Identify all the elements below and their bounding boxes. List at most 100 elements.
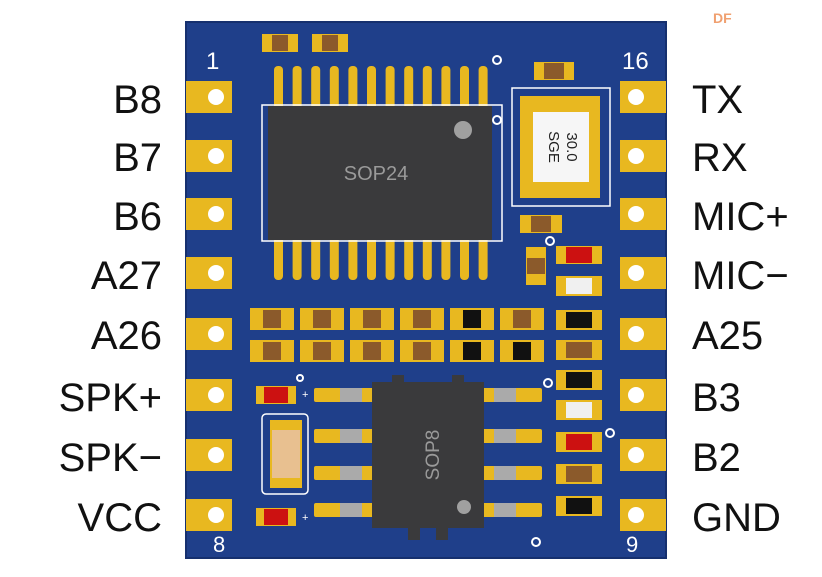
sop8-leg-left-tip	[340, 429, 362, 443]
edge-hole-left-1	[208, 89, 224, 105]
sop24-pin1-dot	[454, 121, 472, 139]
pcb-board-edge	[185, 21, 667, 559]
edge-hole-left-8	[208, 507, 224, 523]
spk-resistor-1-body	[264, 387, 288, 403]
top-right-cap-body	[544, 63, 564, 79]
sop8-leg-left-tip	[340, 466, 362, 480]
sop8-leg-left-tip	[340, 388, 362, 402]
mid-cap-2-body	[527, 258, 545, 274]
sop24-legs-bottom	[274, 236, 488, 280]
via-6	[543, 378, 553, 388]
sop24-chip-group: SOP24	[261, 66, 503, 280]
pin-label-right-12: A25	[692, 314, 764, 358]
sop8-leg-right-tip	[494, 388, 516, 402]
electrolytic-cap-outline	[261, 413, 309, 495]
edge-hole-left-2	[208, 148, 224, 164]
sop24-leg-top	[460, 66, 469, 110]
top-cap-1-body	[272, 35, 288, 51]
sop24-leg-bottom	[422, 236, 432, 280]
pin-label-left-1: B8	[113, 78, 162, 122]
edge-hole-left-5	[208, 326, 224, 342]
right-col-part-body	[566, 342, 592, 358]
watermark-logo: DF	[713, 10, 732, 26]
sop24-leg-bottom	[460, 236, 469, 280]
sop24-legs-top	[274, 66, 488, 110]
via-1	[492, 55, 502, 65]
array-resistor-body	[313, 310, 331, 328]
sop24-leg-bottom	[292, 236, 302, 280]
array-resistor-body	[413, 310, 431, 328]
sop24-leg-top	[385, 66, 395, 110]
right-col-part-body	[566, 312, 592, 328]
right-col-part-body	[566, 402, 592, 418]
sop24-silkscreen	[261, 104, 503, 242]
top-cap-2-body	[322, 35, 338, 51]
crystal-body	[533, 112, 589, 182]
pin-label-left-7: SPK−	[58, 436, 162, 480]
via-3	[545, 236, 555, 246]
spk-resistor-2-body	[264, 509, 288, 525]
crystal-silkscreen	[511, 87, 611, 207]
array-resistor-body	[313, 342, 331, 360]
array-resistor-body	[263, 342, 281, 360]
right-resistor-column	[556, 276, 602, 516]
pin-number-8: 8	[213, 532, 225, 557]
pin-label-right-13: MIC−	[692, 254, 789, 298]
right-pads	[620, 81, 666, 531]
sop24-leg-bottom	[441, 236, 451, 280]
right-col-part-body	[566, 498, 592, 514]
sop8-leg-right-tip	[494, 503, 516, 517]
array-resistor-body	[513, 342, 531, 360]
pin-label-right-11: B3	[692, 376, 741, 420]
crystal-line1: 30.0	[563, 132, 580, 161]
sop24-leg-top	[292, 66, 302, 110]
sop24-leg-bottom	[367, 236, 376, 280]
array-resistor-body	[413, 342, 431, 360]
via-5	[531, 537, 541, 547]
edge-hole-left-7	[208, 447, 224, 463]
edge-hole-right-11	[628, 387, 644, 403]
edge-hole-left-4	[208, 265, 224, 281]
sop24-leg-bottom	[385, 236, 395, 280]
left-pads	[186, 81, 232, 531]
array-resistor-body	[463, 342, 481, 360]
pin-number-1: 1	[206, 48, 219, 75]
sop8-tab-bottom-right	[436, 528, 448, 540]
sop24-leg-top	[329, 66, 339, 110]
right-col-part-body	[566, 466, 592, 482]
edge-hole-right-13	[628, 265, 644, 281]
sop8-label: SOP8	[423, 430, 444, 481]
sop8-tab-bottom-left	[408, 528, 420, 540]
sop24-leg-top	[274, 66, 283, 110]
array-resistor-body	[263, 310, 281, 328]
crystal: 30.0 SGE	[511, 87, 611, 207]
red-resistor-top-body	[566, 247, 592, 263]
right-col-part-body	[566, 434, 592, 450]
via-7	[605, 428, 615, 438]
sop8-leg-left-tip	[340, 503, 362, 517]
pin-label-right-9: GND	[692, 496, 781, 540]
polarity-mark-1: +	[302, 389, 308, 401]
pin-number-16: 16	[622, 48, 649, 75]
sop24-leg-bottom	[311, 236, 321, 280]
edge-hole-right-10	[628, 447, 644, 463]
sop8-tab-top-right	[452, 375, 464, 382]
sop8-tab-top-left	[392, 375, 404, 382]
right-col-part-body	[566, 278, 592, 294]
sop24-leg-bottom	[348, 236, 358, 280]
sop24-label: SOP24	[344, 163, 408, 185]
sop24-leg-top	[478, 66, 488, 110]
sop24-leg-bottom	[329, 236, 339, 280]
edge-hole-right-9	[628, 507, 644, 523]
pin-label-left-5: A26	[90, 314, 162, 358]
via-2	[492, 115, 502, 125]
sop24-leg-top	[422, 66, 432, 110]
sop24-leg-top	[348, 66, 358, 110]
sop8-legs	[314, 388, 542, 517]
pin-number-9: 9	[626, 532, 638, 557]
sop24-leg-top	[367, 66, 376, 110]
sop24-leg-top	[311, 66, 321, 110]
array-resistor-body	[363, 342, 381, 360]
pin-label-left-3: B6	[113, 195, 162, 239]
array-resistor-body	[463, 310, 481, 328]
